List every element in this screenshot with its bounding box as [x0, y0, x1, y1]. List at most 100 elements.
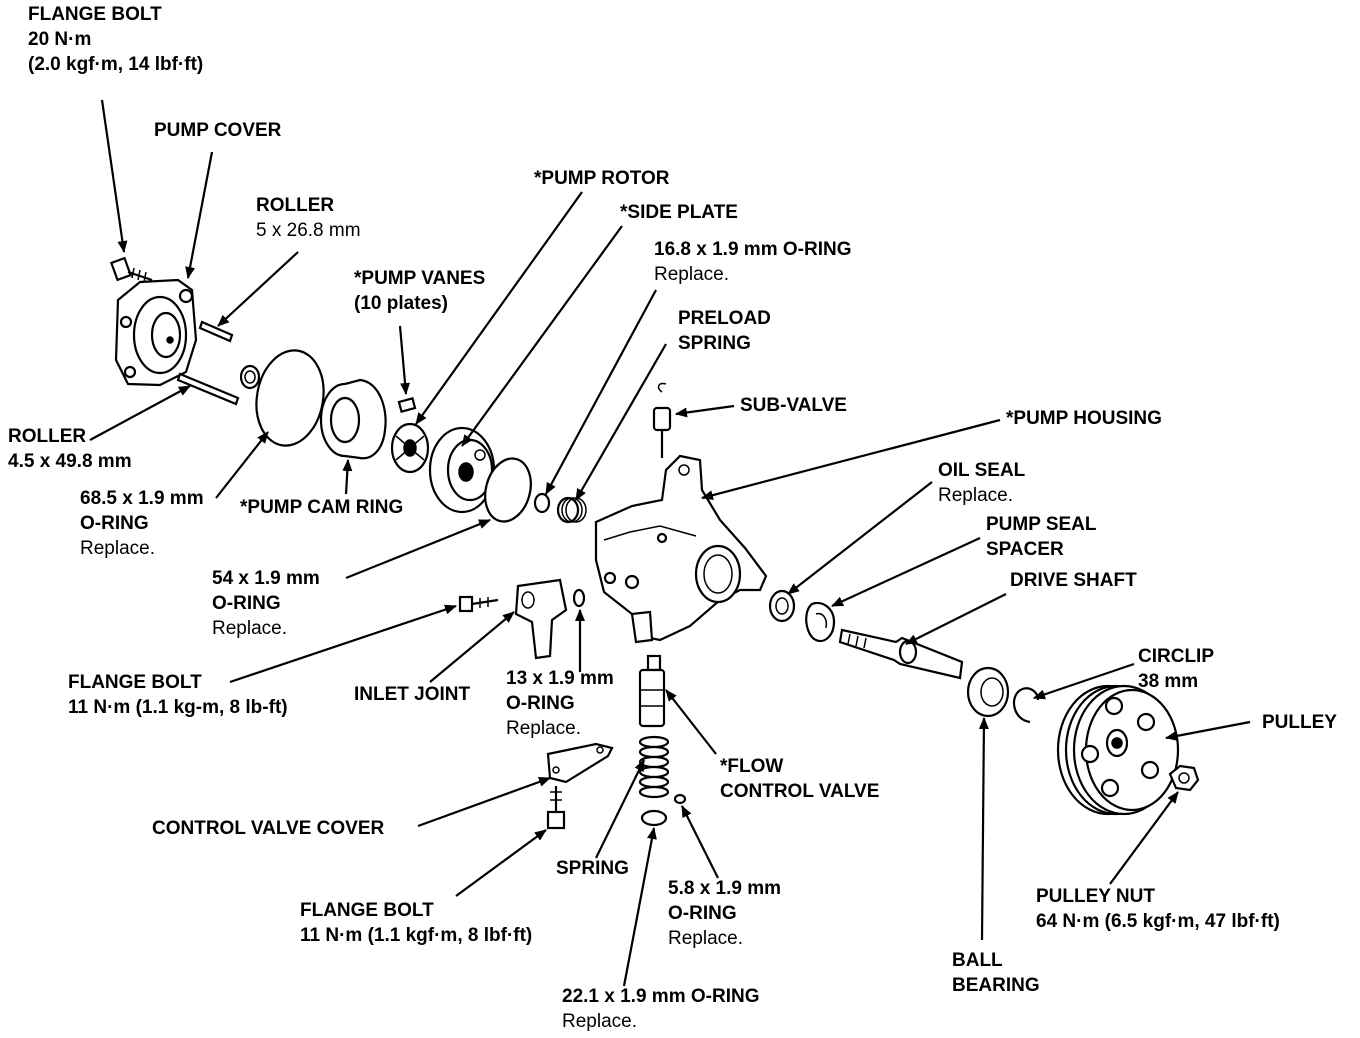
oring-13-label: 13 x 1.9 mm O-RING Replace.	[506, 666, 614, 741]
label-line: *PUMP VANES	[354, 268, 486, 289]
inlet-joint-label: INLET JOINT	[354, 682, 470, 707]
label-line: SUB-VALVE	[740, 395, 847, 416]
pump-vanes-label: *PUMP VANES (10 plates)	[354, 266, 485, 316]
pump-rotor-part	[390, 422, 430, 474]
leader-lines	[89, 99, 1251, 987]
label-line: Replace.	[506, 718, 581, 739]
label-line: Replace.	[80, 538, 155, 559]
flange-bolt-mid-label: FLANGE BOLT 11 N·m (1.1 kg-m, 8 lb-ft)	[68, 670, 288, 720]
circlip-part	[1012, 687, 1040, 724]
roller-large-label: ROLLER 4.5 x 49.8 mm	[8, 424, 132, 474]
pump-cam-ring-part	[319, 378, 387, 460]
oring-54-label: 54 x 1.9 mm O-RING Replace.	[212, 566, 320, 641]
label-line: 11 N·m (1.1 kgf·m, 8 lbf·ft)	[300, 925, 533, 946]
label-line: BEARING	[952, 975, 1040, 996]
label-line: INLET JOINT	[354, 684, 471, 705]
drive-shaft-part	[838, 628, 964, 680]
label-line: SPRING	[556, 858, 629, 879]
side-plate-label: *SIDE PLATE	[620, 200, 738, 225]
label-line: (10 plates)	[354, 293, 448, 314]
pump-seal-spacer-label: PUMP SEAL SPACER	[986, 512, 1097, 562]
oring-13-part	[572, 588, 586, 608]
oring-5-8-label: 5.8 x 1.9 mm O-RING Replace.	[668, 876, 781, 951]
side-plate-part	[428, 426, 496, 514]
label-line: Replace.	[654, 264, 729, 285]
label-line: CIRCLIP	[1138, 646, 1214, 667]
control-valve-cover-part	[546, 742, 614, 784]
oring-68-5-label: 68.5 x 1.9 mm O-RING Replace.	[80, 486, 204, 561]
oil-seal-part	[768, 589, 796, 623]
oring-22-1-label: 22.1 x 1.9 mm O-RING Replace.	[562, 984, 759, 1034]
oring-68-5-part	[255, 349, 325, 447]
oring-22-1-part	[640, 809, 668, 827]
label-line: O-RING	[80, 513, 149, 534]
pump-rotor-label: *PUMP ROTOR	[534, 166, 670, 191]
spring-label: SPRING	[556, 856, 629, 881]
label-line: OIL SEAL	[938, 460, 1026, 481]
label-line: SPACER	[986, 539, 1064, 560]
sub-valve-label: SUB-VALVE	[740, 393, 847, 418]
label-line: O-RING	[668, 903, 737, 924]
label-line: 38 mm	[1138, 671, 1199, 692]
pump-seal-spacer-part	[805, 601, 836, 643]
preload-spring-label: PRELOAD SPRING	[678, 306, 771, 356]
roller-large-part	[176, 372, 240, 406]
label-line: CONTROL VALVE	[720, 781, 880, 802]
label-line: 5.8 x 1.9 mm	[668, 878, 782, 899]
label-line: Replace.	[562, 1011, 637, 1032]
inlet-joint-part	[514, 578, 568, 660]
label-line: PUMP COVER	[154, 120, 282, 141]
pump-cover-part	[114, 278, 198, 387]
label-line: 13 x 1.9 mm	[506, 668, 614, 689]
label-line: (2.0 kgf·m, 14 lbf·ft)	[28, 54, 204, 75]
pump-cover-label: PUMP COVER	[154, 118, 281, 143]
small-gear-part	[239, 364, 261, 390]
ball-bearing-part	[966, 666, 1010, 718]
flange-bolt-mid-part	[458, 595, 499, 613]
label-line: PUMP SEAL	[986, 514, 1097, 535]
pump-cam-ring-label: *PUMP CAM RING	[240, 495, 403, 520]
ball-bearing-label: BALL BEARING	[952, 948, 1040, 998]
label-line: *FLOW	[720, 756, 784, 777]
control-valve-cover-label: CONTROL VALVE COVER	[152, 816, 384, 841]
pulley-nut-part	[1168, 764, 1200, 792]
preload-spring-part	[556, 496, 587, 524]
label-line: DRIVE SHAFT	[1010, 570, 1137, 591]
label-line: PRELOAD	[678, 308, 771, 329]
oring-16-8-label: 16.8 x 1.9 mm O-RING Replace.	[654, 237, 851, 287]
label-line: FLANGE BOLT	[68, 672, 202, 693]
label-line: FLANGE BOLT	[300, 900, 434, 921]
label-line: 68.5 x 1.9 mm	[80, 488, 204, 509]
pulley-part	[1056, 684, 1180, 816]
oring-54-part	[484, 457, 532, 523]
label-line: 11 N·m (1.1 kg-m, 8 lb-ft)	[68, 697, 288, 718]
label-line: Replace.	[212, 618, 287, 639]
label-line: *PUMP ROTOR	[534, 168, 670, 189]
label-line: Replace.	[938, 485, 1013, 506]
label-line: *SIDE PLATE	[620, 202, 738, 223]
label-line: ROLLER	[256, 195, 335, 216]
label-line: O-RING	[212, 593, 281, 614]
pump-vane-part	[397, 397, 417, 413]
pulley-label: PULLEY	[1262, 710, 1337, 735]
label-line: ROLLER	[8, 426, 87, 447]
label-line: SPRING	[678, 333, 751, 354]
label-line: PULLEY	[1262, 712, 1337, 733]
label-line: *PUMP CAM RING	[240, 497, 404, 518]
label-line: 16.8 x 1.9 mm O-RING	[654, 239, 852, 260]
drive-shaft-label: DRIVE SHAFT	[1010, 568, 1137, 593]
flange-bolt-top-part	[109, 256, 153, 283]
label-line: O-RING	[506, 693, 575, 714]
flange-bolt-bottom-part	[546, 786, 566, 830]
circlip-label: CIRCLIP 38 mm	[1138, 644, 1214, 694]
label-line: 4.5 x 49.8 mm	[8, 451, 132, 472]
roller-small-part	[198, 320, 234, 343]
label-line: 20 N·m	[28, 29, 92, 50]
flow-control-valve-label: *FLOW CONTROL VALVE	[720, 754, 879, 804]
pulley-nut-label: PULLEY NUT 64 N·m (6.5 kgf·m, 47 lbf·ft)	[1036, 884, 1280, 934]
label-line: BALL	[952, 950, 1003, 971]
oring-16-8-part	[533, 492, 551, 514]
flange-bolt-bottom-label: FLANGE BOLT 11 N·m (1.1 kgf·m, 8 lbf·ft)	[300, 898, 532, 948]
oil-seal-label: OIL SEAL Replace.	[938, 458, 1025, 508]
